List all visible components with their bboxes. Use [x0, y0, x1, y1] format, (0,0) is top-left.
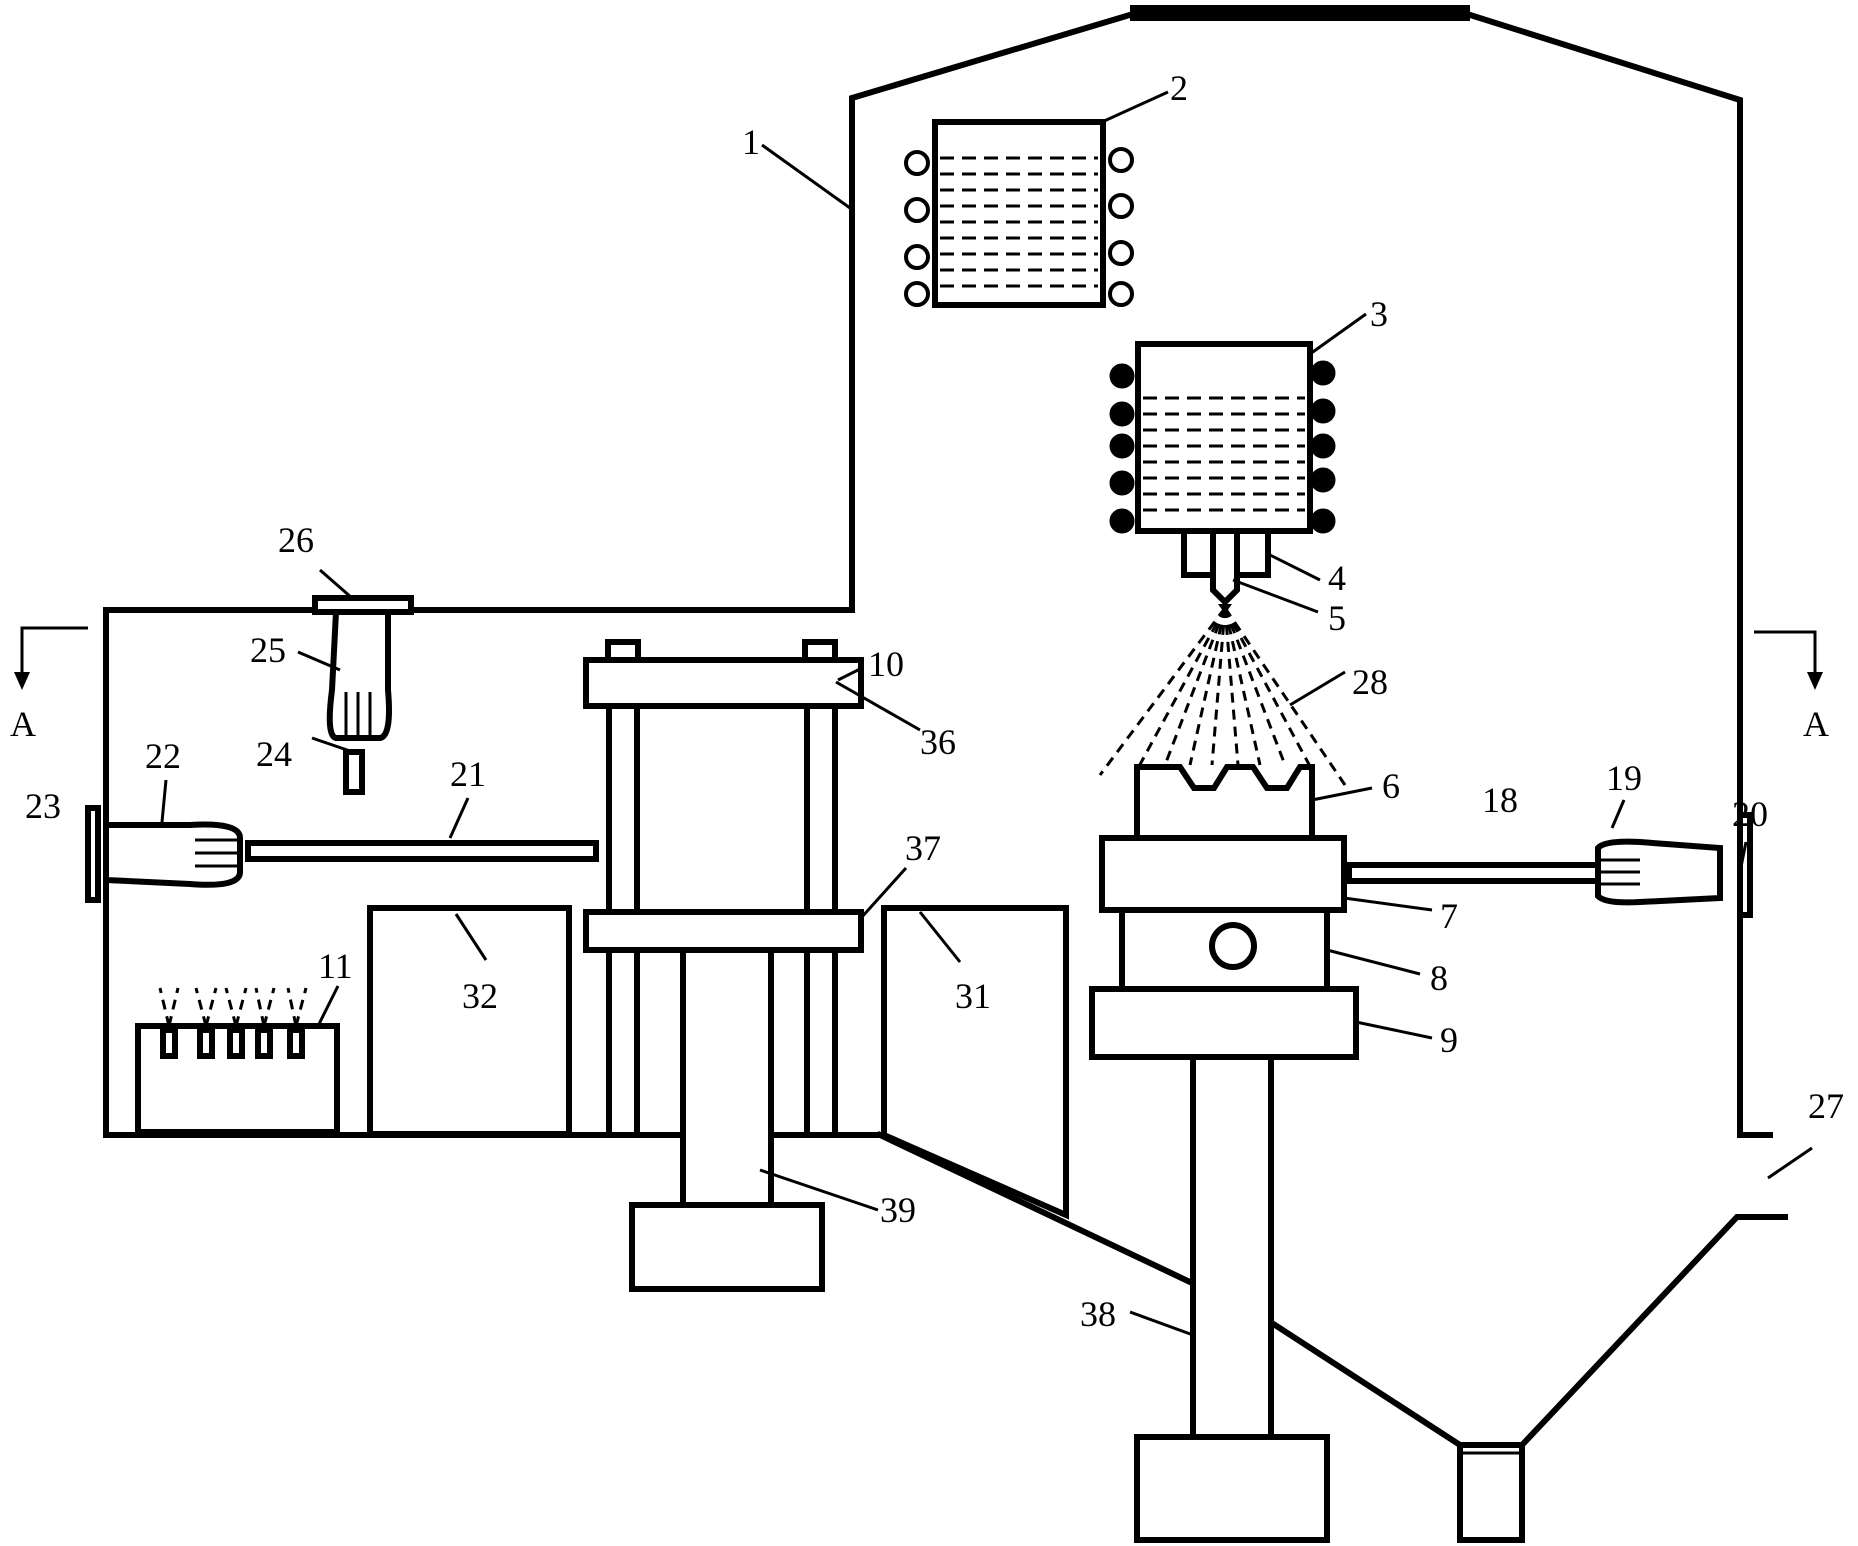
label-22: 22: [145, 736, 181, 776]
rack-slots: [160, 1027, 305, 1059]
port-flange-23: [85, 805, 101, 903]
vertical-gripper-fingers: [344, 692, 372, 736]
collector-bin: [1457, 1442, 1525, 1543]
gripper-fingers-22: [195, 838, 238, 868]
crucible-3-melt: [1143, 396, 1305, 512]
label-6: 6: [1382, 766, 1400, 806]
press-cylinder-39: [629, 1202, 825, 1292]
lift-base-9: [1089, 986, 1359, 1060]
unit-32: [367, 905, 572, 1137]
press-moving-platen-37: [583, 909, 864, 953]
label-25: 25: [250, 630, 286, 670]
label-11: 11: [318, 946, 353, 986]
press-top-platen-36: [583, 657, 864, 709]
label-8: 8: [1430, 958, 1448, 998]
label-28: 28: [1352, 662, 1388, 702]
section-mark-right: [1754, 630, 1817, 680]
leader-lines: [160, 90, 1813, 1337]
gripper-hand-22: [103, 821, 243, 888]
arrow-down-icon: [1807, 672, 1823, 690]
gripper-fingers-19: [1600, 858, 1640, 886]
induction-coil-solid: [1109, 360, 1336, 534]
lift-drive-38: [1134, 1434, 1330, 1543]
label-24: 24: [256, 734, 292, 774]
rack-gas-jets: [158, 987, 308, 1027]
crucible-2-melt: [940, 156, 1098, 288]
nozzle-5: [1210, 528, 1240, 607]
label-10: 10: [868, 644, 904, 684]
spray-cone-28: [1098, 607, 1347, 786]
press-ram-39: [680, 947, 774, 1208]
chamber-bottom-slope: [876, 1131, 1194, 1286]
label-7: 7: [1440, 896, 1458, 936]
deposit-6: [1134, 764, 1315, 841]
manipulator-rod-18: [1346, 862, 1601, 884]
section-label-left: A: [10, 704, 36, 744]
arrow-down-icon: [14, 672, 30, 690]
chamber-top-window: [1130, 5, 1470, 21]
sample-24: [343, 749, 365, 795]
section-label-right: A: [1803, 704, 1829, 744]
label-19: 19: [1606, 758, 1642, 798]
label-31: 31: [955, 976, 991, 1016]
label-5: 5: [1328, 598, 1346, 638]
hopper-left: [1270, 1320, 1465, 1450]
substrate-7: [1099, 835, 1347, 913]
label-2: 2: [1170, 68, 1188, 108]
label-9: 9: [1440, 1020, 1458, 1060]
rotation-axis: [1209, 922, 1257, 970]
label-26: 26: [278, 520, 314, 560]
label-20: 20: [1732, 794, 1768, 834]
label-39: 39: [880, 1190, 916, 1230]
label-1: 1: [742, 122, 760, 162]
label-38: 38: [1080, 1294, 1116, 1334]
label-4: 4: [1328, 558, 1346, 598]
unit-31: [881, 905, 1069, 1220]
lift-rod-38: [1190, 1054, 1274, 1440]
section-mark-left: [20, 626, 88, 680]
crucible-3: [1135, 341, 1313, 534]
hopper-right: [1517, 1214, 1788, 1450]
label-23: 23: [25, 786, 61, 826]
induction-coil-open: [904, 147, 1134, 307]
label-18: 18: [1482, 780, 1518, 820]
manipulator-rod-21: [245, 840, 599, 862]
label-27: 27: [1808, 1086, 1844, 1126]
label-37: 37: [905, 828, 941, 868]
label-32: 32: [462, 976, 498, 1016]
label-21: 21: [450, 754, 486, 794]
label-3: 3: [1370, 294, 1388, 334]
gripper-hand-19: [1595, 838, 1723, 906]
crucible-2: [932, 119, 1106, 308]
label-36: 36: [920, 722, 956, 762]
part-labels: 1 2 3 4 5 28 6 7 8 9 10 36 37 31 32 11 2…: [25, 68, 1844, 1334]
